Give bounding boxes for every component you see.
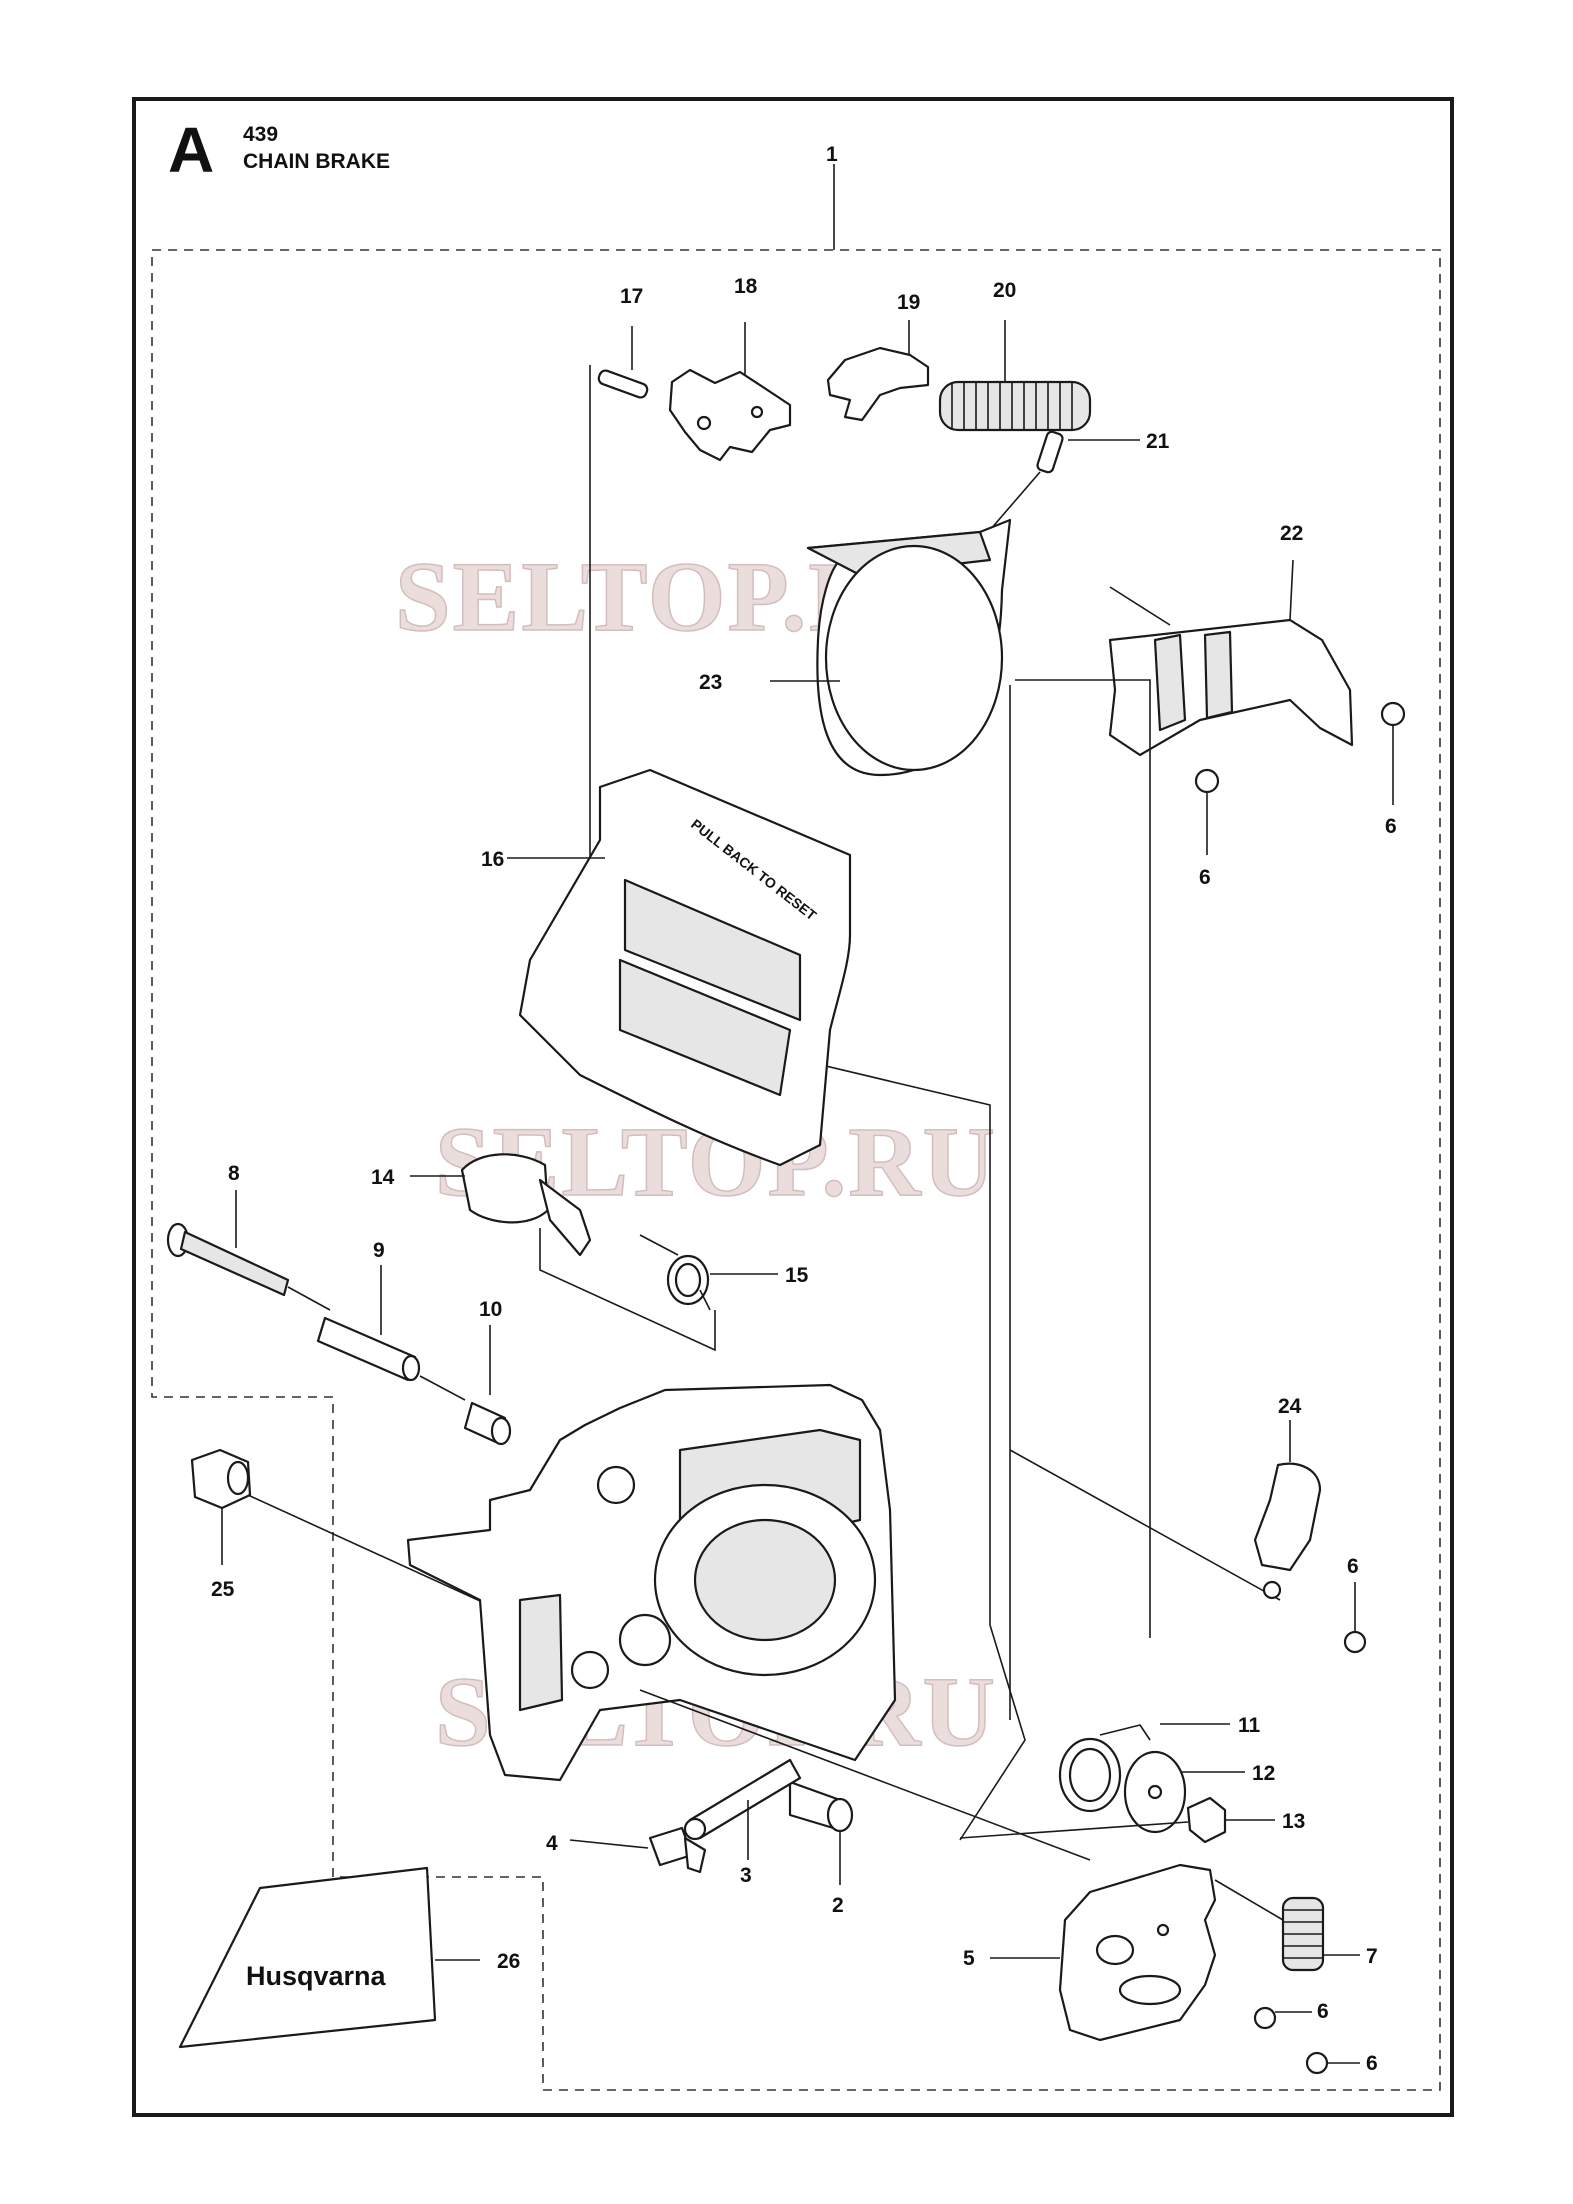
callout-7: 7 — [1366, 1945, 1378, 1968]
bolt-part — [166, 1190, 331, 1311]
callout-15: 15 — [785, 1264, 809, 1287]
compression-spring-part — [1214, 1879, 1360, 1972]
screw-part — [1194, 768, 1220, 855]
spring-part — [938, 320, 1092, 432]
model-number: 439 — [243, 123, 279, 146]
callout-2: 2 — [832, 1894, 844, 1917]
side-plate-part — [990, 1863, 1217, 2042]
screw-part — [1380, 701, 1406, 805]
screw-part — [1253, 2006, 1312, 2030]
callout-3: 3 — [740, 1864, 752, 1887]
callout-12: 12 — [1252, 1762, 1275, 1785]
callout-9: 9 — [373, 1239, 385, 1262]
callout-6: 6 — [1199, 866, 1211, 889]
callout-24: 24 — [1278, 1395, 1302, 1418]
small-pin-part — [989, 430, 1140, 531]
latch-part — [826, 320, 930, 422]
brand-logo: Husqvarna — [246, 1961, 387, 1991]
diagram-frame — [132, 97, 1454, 2117]
callout-25: 25 — [211, 1578, 235, 1601]
brake-knob-part — [410, 1153, 592, 1257]
callout-5: 5 — [963, 1947, 975, 1970]
lever-part — [668, 322, 792, 462]
callout-6: 6 — [1385, 815, 1397, 838]
callout-11: 11 — [1238, 1714, 1261, 1737]
callout-19: 19 — [897, 291, 920, 314]
washer-part — [1123, 1750, 1245, 1834]
bushing-part — [419, 1325, 512, 1446]
callout-23: 23 — [699, 671, 722, 694]
brake-band-part — [770, 518, 1012, 777]
callout-1: 1 — [826, 143, 838, 166]
assembly-line — [1015, 679, 1151, 1638]
chain-catcher-lever-part — [1253, 1420, 1322, 1600]
stop-part — [569, 1826, 707, 1874]
chain-catcher-part — [1108, 559, 1354, 757]
callout-21: 21 — [1146, 430, 1170, 453]
diagram-title: CHAIN BRAKE — [243, 150, 390, 173]
screw-part — [1305, 2051, 1360, 2075]
nut-part — [959, 1796, 1275, 1844]
brake-spring-part — [1058, 1723, 1230, 1813]
torsion-spring-part — [539, 1228, 778, 1352]
assembly-line — [1009, 1449, 1281, 1601]
decal-part: Husqvarna — [178, 1866, 480, 2049]
callout-6: 6 — [1366, 2052, 1378, 2075]
callout-4: 4 — [546, 1832, 558, 1855]
guide-sleeve-part — [788, 1780, 854, 1885]
callout-6: 6 — [1317, 2000, 1329, 2023]
callout-20: 20 — [993, 279, 1016, 302]
section-letter: A — [168, 114, 215, 186]
sleeve-part — [316, 1265, 421, 1382]
callout-6: 6 — [1347, 1555, 1359, 1578]
guide-pin-part — [683, 1758, 802, 1860]
callout-labels: 1 2 3 4 5 6 6 6 6 6 7 8 9 10 11 12 13 14… — [211, 143, 1397, 2075]
assembly-boundary — [151, 249, 1441, 2091]
callout-8: 8 — [228, 1162, 240, 1185]
callout-13: 13 — [1282, 1810, 1305, 1833]
callout-22: 22 — [1280, 522, 1303, 545]
screw-part — [1343, 1582, 1367, 1654]
callout-16: 16 — [481, 848, 504, 871]
callout-26: 26 — [497, 1950, 520, 1973]
callout-14: 14 — [371, 1166, 395, 1189]
callout-10: 10 — [479, 1298, 502, 1321]
pin-part — [597, 326, 649, 399]
clutch-cover-part — [406, 1383, 1091, 1861]
callout-17: 17 — [620, 285, 643, 308]
callout-18: 18 — [734, 275, 758, 298]
handguard-part: PULL BACK TO RESET — [507, 768, 852, 1167]
